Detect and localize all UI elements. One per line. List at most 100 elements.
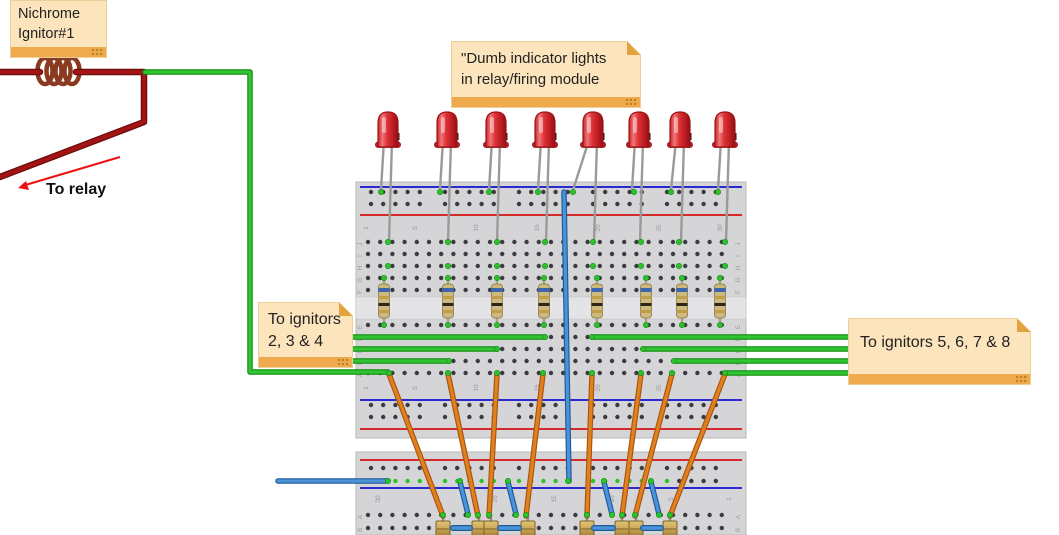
resistor-2[interactable] xyxy=(442,278,454,325)
breadboard-hole xyxy=(475,263,480,269)
breadboard-hole xyxy=(622,251,627,257)
orange-wire-channel7[interactable] xyxy=(632,371,675,519)
note-to-ignitors-5-6-7-8[interactable]: To ignitors 5, 6, 7 & 8 xyxy=(848,318,1031,385)
green-wire-ignitor1-feed[interactable] xyxy=(142,69,391,375)
connection-dot xyxy=(668,369,675,376)
connection-dot xyxy=(716,274,723,281)
connection-dot xyxy=(540,321,547,328)
orange-wire-channel2[interactable] xyxy=(445,371,481,519)
breadboard-hole xyxy=(368,465,374,471)
column-number: 25 xyxy=(656,224,663,232)
breadboard-hole xyxy=(541,465,546,471)
connection-dot xyxy=(541,262,548,269)
note-strip xyxy=(259,357,352,367)
breadboard-hole xyxy=(524,346,529,352)
breadboard-hole xyxy=(634,322,639,328)
resistor-8[interactable] xyxy=(714,278,726,325)
led-3[interactable] xyxy=(483,111,509,244)
blue-wire-jumper-diag-4[interactable] xyxy=(648,479,662,517)
breadboard-hole xyxy=(677,189,682,195)
orange-wire-channel3[interactable] xyxy=(486,371,500,519)
breadboard-hole xyxy=(683,512,688,518)
breadboard-hole xyxy=(390,251,395,257)
orange-wire-channel1[interactable] xyxy=(386,371,446,519)
breadboard-hole xyxy=(516,402,522,408)
breadboard-hole xyxy=(500,275,505,281)
breadboard-hole xyxy=(541,402,546,408)
connection-dot xyxy=(678,274,685,281)
orange-wire-channel6[interactable] xyxy=(619,371,644,519)
note-grip-icon[interactable] xyxy=(625,98,638,106)
breadboard-hole xyxy=(683,239,688,245)
note-grip-icon[interactable] xyxy=(337,358,350,366)
resistor-5[interactable] xyxy=(591,278,603,325)
resistor-7[interactable] xyxy=(676,278,688,325)
red-wire-ignitor1-to-relay[interactable] xyxy=(0,68,148,181)
note-to-ignitors-2-3-4[interactable]: To ignitors 2, 3 & 4 xyxy=(258,302,353,368)
column-number: 30 xyxy=(375,495,382,503)
resistor-6[interactable] xyxy=(640,278,652,325)
breadboard-hole xyxy=(463,275,468,281)
connection-dot xyxy=(385,369,392,376)
note-strip xyxy=(11,47,106,57)
led-2[interactable] xyxy=(434,111,460,244)
resistor-3[interactable] xyxy=(491,278,503,325)
connection-dot xyxy=(608,511,615,518)
led-bulb xyxy=(582,111,604,148)
orange-wire-channel8[interactable] xyxy=(667,371,728,519)
blue-wire-jumper-diag-2[interactable] xyxy=(505,479,519,517)
breadboard-hole xyxy=(487,239,493,245)
breadboard-hole xyxy=(414,263,419,269)
breadboard-hole xyxy=(475,370,480,376)
blue-wire-center-return[interactable] xyxy=(561,189,572,484)
orange-wire-channel5[interactable] xyxy=(584,371,595,519)
wires[interactable] xyxy=(0,68,861,519)
resistor-4[interactable] xyxy=(538,278,550,325)
breadboard-hole xyxy=(463,239,468,245)
row-letter: H xyxy=(358,266,364,270)
led-7[interactable] xyxy=(667,111,693,244)
breadboard-hole xyxy=(512,275,517,281)
led-5[interactable] xyxy=(571,111,606,244)
breadboard-hole xyxy=(487,358,493,364)
led-1[interactable] xyxy=(375,111,401,244)
led-4[interactable] xyxy=(532,111,558,244)
breadboard-hole xyxy=(719,512,724,518)
components[interactable] xyxy=(34,55,738,535)
led-6[interactable] xyxy=(626,111,652,244)
led-cathode-leg xyxy=(487,138,494,192)
blue-wire-jumper-diag-3[interactable] xyxy=(601,479,615,517)
led-cathode-leg xyxy=(438,138,445,192)
note-grip-icon[interactable] xyxy=(91,48,104,56)
orange-wire-channel4[interactable] xyxy=(523,371,546,519)
breadboard-hole xyxy=(365,263,371,269)
connection-dot xyxy=(464,511,471,518)
blue-wire-jumper-diag-1[interactable] xyxy=(457,479,471,517)
breadboard-hole xyxy=(417,478,422,484)
breadboard-hole xyxy=(479,189,484,195)
resistor-1[interactable] xyxy=(378,278,390,325)
breadboard-hole xyxy=(381,465,386,471)
breadboard-hole xyxy=(695,512,700,518)
breadboard-hole xyxy=(670,287,676,293)
breadboard-hole xyxy=(597,239,602,245)
breadboard-hole xyxy=(683,263,688,269)
breadboard-hole xyxy=(573,346,578,352)
breadboard-hole xyxy=(516,414,522,420)
led-8[interactable] xyxy=(712,111,738,244)
note-nichrome-ignitor-1[interactable]: Nichrome Ignitor#1 xyxy=(10,0,107,58)
connection-dot xyxy=(493,345,500,352)
breadboard-hole xyxy=(634,358,639,364)
breadboard-hole xyxy=(475,287,480,293)
breadboard-hole xyxy=(365,512,371,518)
row-letter: E xyxy=(736,325,742,329)
note-indicator-lights[interactable]: "Dumb indicator lights in relay/firing m… xyxy=(451,41,641,108)
row-letter: G xyxy=(358,277,364,282)
to-relay-label: To relay xyxy=(46,181,107,198)
led-highlight xyxy=(441,117,445,133)
note-grip-icon[interactable] xyxy=(1015,375,1028,383)
breadboard-hole xyxy=(573,275,578,281)
breadboard-hole xyxy=(701,478,706,484)
breadboard-hole xyxy=(683,251,688,257)
